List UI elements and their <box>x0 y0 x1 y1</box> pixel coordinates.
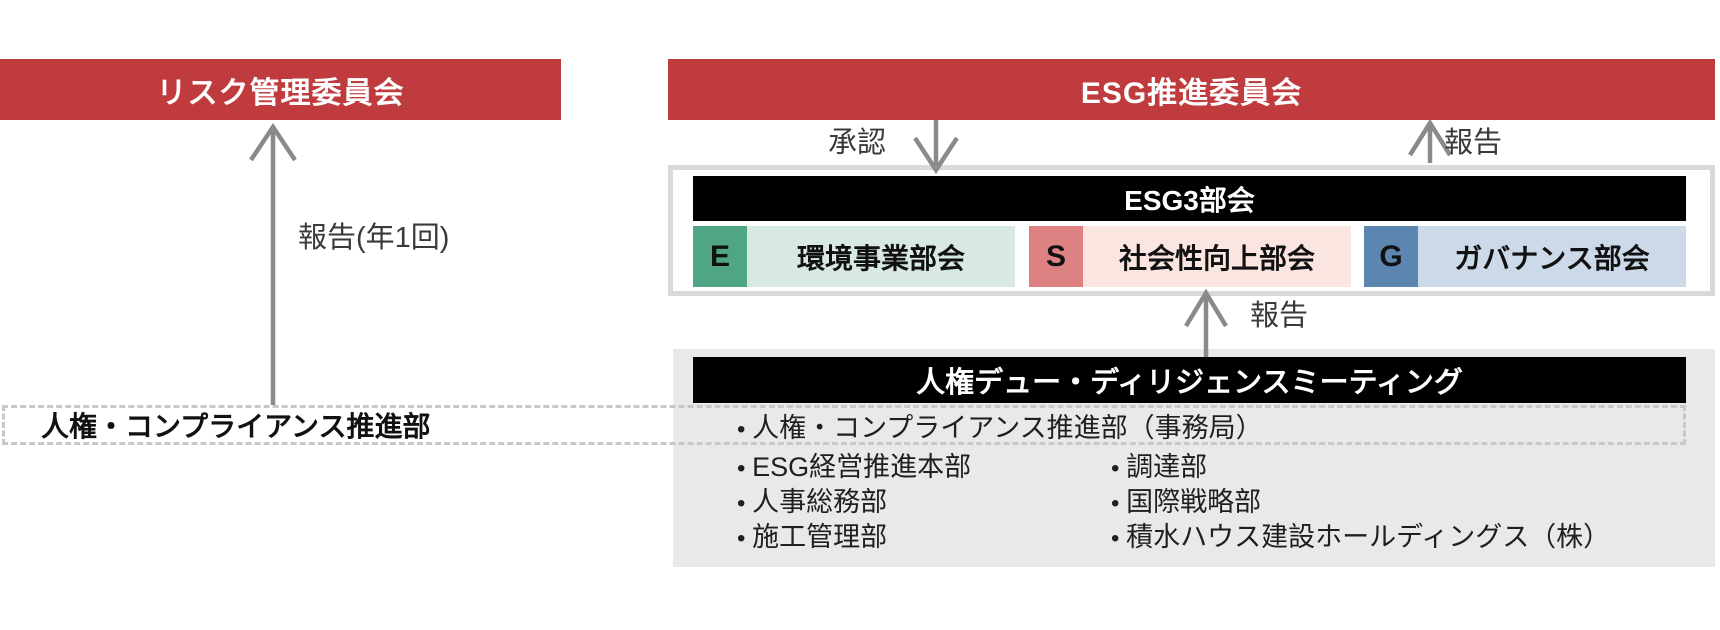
report-arrow-up-to-esg3-icon <box>1184 288 1228 357</box>
esg-promotion-committee-label: ESG推進委員会 <box>1080 76 1303 110</box>
report-mid-label: 報告 <box>1250 300 1309 332</box>
member-sekisui-construction-holdings: 積水ハウス建設ホールディングス（株） <box>1111 520 1610 556</box>
human-rights-compliance-dept-label: 人権・コンプライアンス推進部 <box>41 411 431 442</box>
subcommittee-environment: E 環境事業部会 <box>693 226 1015 287</box>
report-yearly-label: 報告(年1回) <box>298 222 450 254</box>
g-badge: G <box>1364 226 1418 287</box>
subcommittee-social: S 社会性向上部会 <box>1029 226 1351 287</box>
member-procurement: 調達部 <box>1111 450 1207 486</box>
member-international-strategy: 国際戦略部 <box>1111 485 1261 521</box>
approval-label: 承認 <box>828 127 887 159</box>
e-badge: E <box>693 226 747 287</box>
approval-arrow-down-icon <box>913 120 959 175</box>
subcommittee-governance: G ガバナンス部会 <box>1364 226 1686 287</box>
member-hr-general-affairs: 人事総務部 <box>737 485 887 521</box>
esg3-header: ESG3部会 <box>693 176 1686 221</box>
member-construction-management: 施工管理部 <box>737 520 887 556</box>
risk-management-committee-banner: リスク管理委員会 <box>0 59 561 120</box>
due-diligence-meeting-header: 人権デュー・ディリジェンスミーティング <box>693 357 1686 403</box>
s-badge: S <box>1029 226 1083 287</box>
governance-subcommittee-label: ガバナンス部会 <box>1418 226 1686 287</box>
social-subcommittee-label: 社会性向上部会 <box>1083 226 1351 287</box>
member-esg-management-hq: ESG経営推進本部 <box>737 450 971 486</box>
report-top-label: 報告 <box>1444 127 1503 159</box>
environment-subcommittee-label: 環境事業部会 <box>747 226 1015 287</box>
report-yearly-arrow-up-icon <box>249 122 297 405</box>
esg3-title: ESG3部会 <box>1124 184 1255 216</box>
esg-promotion-committee-banner: ESG推進委員会 <box>668 59 1715 120</box>
risk-management-committee-label: リスク管理委員会 <box>156 76 405 110</box>
due-diligence-meeting-title: 人権デュー・ディリジェンスミーティング <box>916 367 1463 399</box>
member-secretariat: 人権・コンプライアンス推進部（事務局） <box>737 411 1263 447</box>
